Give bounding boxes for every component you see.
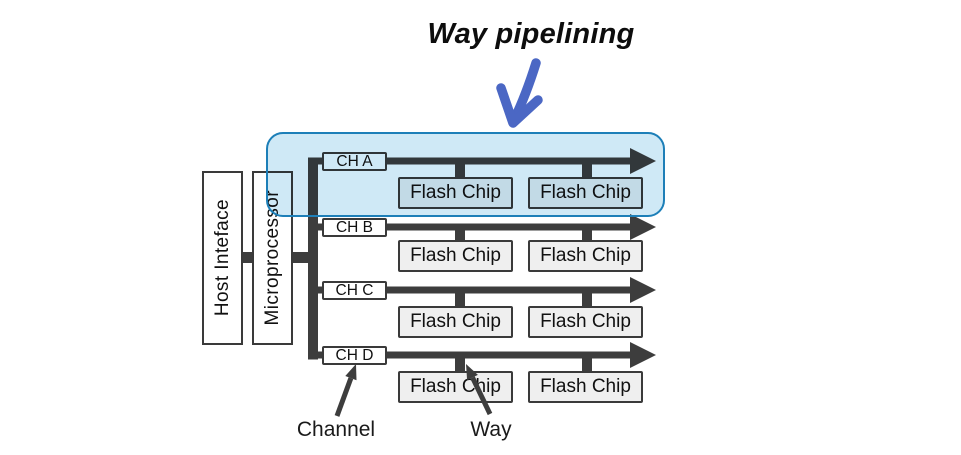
channel-c-bus-arrow — [310, 277, 656, 310]
flash-chip: Flash Chip — [528, 306, 643, 338]
channel-trunk-line — [308, 157, 318, 360]
diagram-title: Way pipelining — [427, 18, 635, 50]
channel-d-bus-arrow — [310, 342, 656, 375]
way-callout-label: Way — [470, 418, 512, 441]
way-pipelining-pointer-arrow-icon — [496, 58, 543, 128]
flash-chip: Flash Chip — [398, 240, 513, 272]
channel-c-tag: CH C — [322, 281, 387, 300]
host-micro-connector — [240, 252, 254, 263]
channel-b-bus-arrow — [310, 214, 656, 246]
channel-b-tag: CH B — [322, 218, 387, 237]
flash-chip: Flash Chip — [398, 306, 513, 338]
way-callout-arrow-icon — [466, 364, 493, 416]
micro-trunk-connector — [291, 252, 318, 263]
host-interface-box: Host Inteface — [202, 171, 243, 345]
channel-callout-arrow-icon — [334, 364, 357, 417]
flash-chip: Flash Chip — [528, 371, 643, 403]
flash-chip: Flash Chip — [528, 240, 643, 272]
channel-callout-label: Channel — [296, 418, 376, 441]
channel-d-tag: CH D — [322, 346, 387, 365]
